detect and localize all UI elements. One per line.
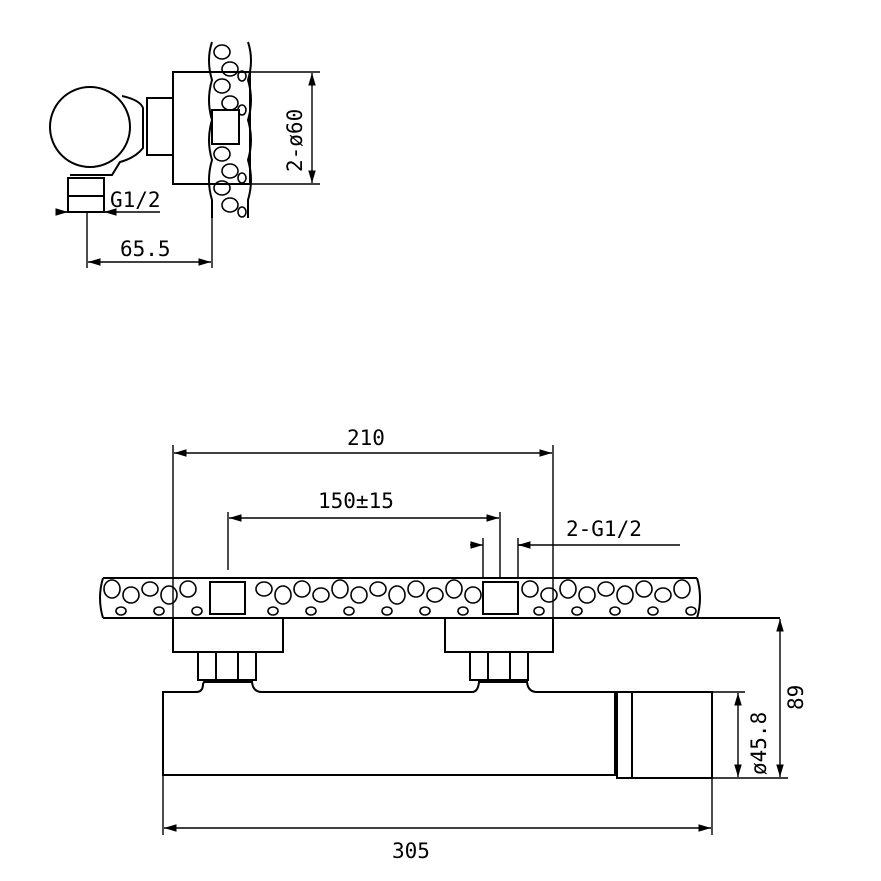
wall-pebble (609, 606, 621, 616)
wall-pebble (647, 606, 659, 616)
wall-pebble (237, 206, 247, 218)
wall-pebble (213, 44, 231, 60)
wall-pebble (179, 580, 197, 598)
inlet-fitting (211, 109, 240, 145)
left-mount (172, 617, 284, 653)
side-view: G1/2 65.5 2-ø60 (49, 41, 320, 268)
valve-body (162, 681, 616, 776)
wall-pebble (616, 585, 634, 605)
wall-pebble (255, 581, 273, 597)
wall-pebble (221, 163, 239, 179)
wall-pebble (381, 606, 393, 616)
wall-pebble (221, 61, 239, 77)
wall-pebble (237, 172, 247, 184)
valve-body-neck (70, 95, 144, 176)
wall-pebble (673, 579, 691, 599)
wall-pebble (350, 586, 368, 604)
thread-label: G1/2 (110, 188, 161, 212)
wall-pebble (274, 585, 292, 605)
length-label: 305 (392, 839, 430, 863)
wall-pebble (369, 581, 387, 597)
wall-pebble (221, 197, 239, 213)
wall-pebble (213, 180, 231, 196)
wall-pebble (457, 606, 469, 616)
wall-pebble (540, 587, 558, 603)
wall-pebble (521, 580, 539, 598)
wall-pebble (213, 78, 231, 94)
right-inlet-fitting (482, 581, 519, 615)
wall-pebble (388, 585, 406, 605)
wall-pebble (597, 581, 615, 597)
wall-pebble (685, 606, 697, 616)
handle-knob (49, 86, 131, 168)
wall-pebble (445, 579, 463, 599)
wall-section-front (99, 577, 780, 619)
wall-pebble (122, 586, 140, 604)
wall-pebble (141, 581, 159, 597)
wall-pebble (654, 587, 672, 603)
wall-pebble (305, 606, 317, 616)
wall-pebble (103, 579, 121, 599)
right-nut (469, 651, 529, 681)
wall-pebble (533, 606, 545, 616)
inlet-label: 2-G1/2 (566, 517, 642, 541)
centers-label: 210 (347, 426, 385, 450)
wall-pebble (213, 146, 231, 162)
flange-label: 2-ø60 (283, 109, 307, 172)
right-mount (444, 617, 554, 653)
wall-pebble (191, 606, 203, 616)
depth-label: 65.5 (120, 237, 171, 261)
wall-pebble (419, 606, 431, 616)
wall-pebble (221, 95, 239, 111)
collar (146, 97, 174, 156)
height-label: 89 (784, 685, 808, 710)
wall-pebble (331, 579, 349, 599)
wall-pebble (160, 585, 178, 605)
wall-pebble (559, 579, 577, 599)
front-view: 305 89 ø45.8 210 150±15 2-G1/2 (99, 426, 808, 863)
wall-pebble (312, 587, 330, 603)
wall-pebble (464, 586, 482, 604)
spacing-label: 150±15 (318, 489, 394, 513)
wall-pebble (407, 580, 425, 598)
wall-pebble (426, 587, 444, 603)
wall-pebble (267, 606, 279, 616)
wall-pebble (635, 580, 653, 598)
wall-pebble (115, 606, 127, 616)
left-nut (197, 651, 257, 681)
wall-pebble (293, 580, 311, 598)
wall-pebble (153, 606, 165, 616)
diameter-label: ø45.8 (747, 712, 771, 775)
wall-pebble (343, 606, 355, 616)
wall-pebble (578, 586, 596, 604)
left-inlet-fitting (209, 581, 246, 615)
wall-pebble (571, 606, 583, 616)
end-cap-handle (616, 691, 713, 779)
